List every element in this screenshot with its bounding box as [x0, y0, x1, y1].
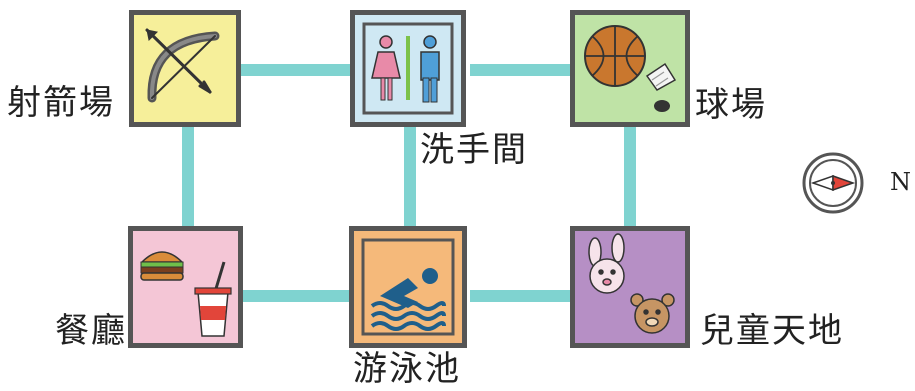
restroom-icon	[371, 35, 440, 103]
label-playground: 兒童天地	[700, 311, 844, 351]
toys-icon	[588, 233, 675, 334]
path-toilet-court	[470, 64, 580, 76]
place-archery	[129, 10, 241, 127]
label-restaurant: 餐廳	[55, 311, 127, 351]
place-toilet	[350, 10, 466, 127]
label-archery: 射箭場	[7, 83, 115, 123]
paths	[182, 64, 636, 302]
swimmer-icon	[370, 268, 446, 331]
compass-icon	[802, 152, 864, 214]
basketball-shuttlecock-icon	[584, 25, 677, 112]
place-court	[570, 10, 690, 127]
burger-drink-icon	[140, 251, 232, 337]
path-archery-restaurant	[182, 125, 194, 233]
path-toilet-pool	[404, 125, 416, 233]
bow-and-arrow-icon	[145, 28, 220, 103]
place-playground	[570, 226, 690, 348]
path-archery-toilet	[235, 64, 355, 76]
path-pool-playground	[470, 290, 580, 302]
place-pool	[349, 226, 467, 348]
label-pool: 游泳池	[353, 349, 461, 389]
path-restaurant-pool	[235, 290, 355, 302]
label-court: 球場	[695, 85, 767, 125]
label-toilet: 洗手間	[420, 130, 528, 170]
path-court-playground	[624, 125, 636, 233]
compass-north-label: N	[890, 168, 911, 196]
place-restaurant	[128, 226, 243, 348]
